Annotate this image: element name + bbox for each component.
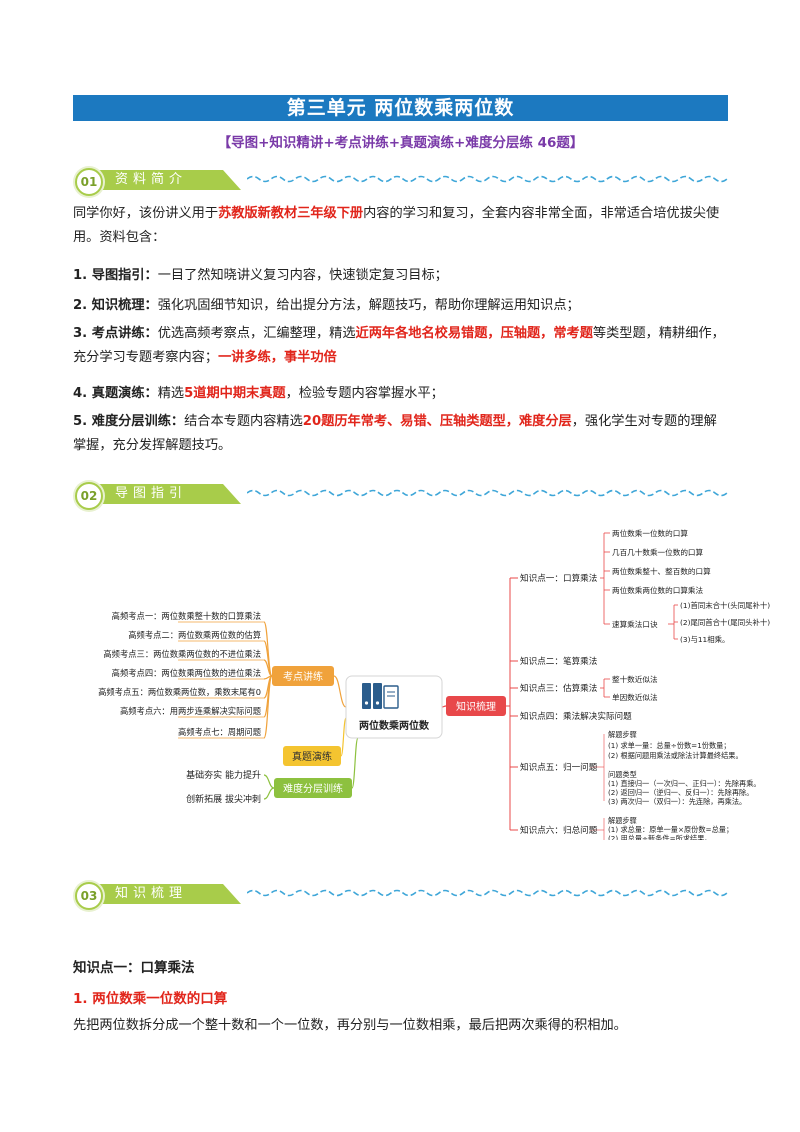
intro-item-5: 5. 难度分层训练：结合本专题内容精选20题历年常考、易错、压轴类题型，难度分层… [73,414,717,453]
intro-item-4: 4. 真题演练：精选5道期中期末真题，检验专题内容掌握水平； [73,386,444,401]
kaodian-item: 高频考点七：周期问题 [178,727,261,737]
knowledge-point-node: 知识点六：归总问题 [520,824,598,836]
page-title: 第三单元 两位数乘两位数 [73,95,728,121]
branch-kaodian: 考点讲练 [272,666,334,686]
knowledge-item: 两位数乘一位数的口算 [612,528,688,538]
svg-text:真题演练: 真题演练 [292,750,332,763]
intro-item-2: 2. 知识梳理：强化巩固细节知识，给出提分方法，解题技巧，帮助你理解运用知识点； [73,298,580,313]
total-problem-item: (2) 用总量÷新条件=所求结果。 [608,834,712,840]
knowledge-point-node: 知识点三：估算乘法 [520,682,598,694]
svg-text:知识梳理: 知识梳理 [456,700,496,713]
knowledge-item: 两位数乘整十、整百数的口算 [612,566,711,576]
wave-divider [247,175,728,183]
unit-problem-item: 解题步骤 [608,730,637,739]
section-label: 导图指引 [91,484,241,504]
svg-text:难度分层训练: 难度分层训练 [283,782,343,795]
section-number-badge: 02 [75,482,103,510]
section-label: 知识梳理 [91,884,241,904]
kaodian-item: 高频考点五：两位数乘两位数，乘数末尾有0 [98,687,261,697]
page-subtitle: 【导图+知识精讲+考点讲练+真题演练+难度分层练 46题】 [217,135,584,151]
kaodian-item: 高频考点一：两位数乘整十数的口算乘法 [112,611,261,621]
kaodian-item: 高频考点四：两位数乘两位数的进位乘法 [112,668,261,678]
knowledge-text: 先把两位数拆分成一个整十数和一个一位数，再分别与一位数相乘，最后把两次乘得的积相… [73,1018,627,1033]
section-number-badge: 01 [75,168,103,196]
speed-rule-item: (1)首同末合十(头同尾补十) [680,601,770,610]
mindmap-center-node: 两位数乘两位数 [345,675,443,739]
total-problem-item: 解题步骤 [608,816,637,825]
unit-problem-item: (2) 返回归一（逆归一、反归一）：先除再除。 [608,788,753,797]
branch-nandu: 难度分层训练 [274,778,352,798]
speed-rule-item: (2)尾同首合十(尾同头补十) [680,618,770,627]
kaodian-item: 高频考点三：两位数乘两位数的不进位乘法 [103,649,261,659]
kaodian-item: 高频考点二：两位数乘两位数的估算 [128,630,261,640]
kaodian-item: 高频考点六：用两步连乘解决实际问题 [120,706,261,716]
unit-problem-item: (2) 根据问题用乘法或除法计算最终结果。 [608,751,743,760]
wave-divider [247,489,728,497]
intro-item-3: 3. 考点讲练：优选高频考察点，汇编整理，精选近两年各地名校易错题，压轴题，常考… [73,326,725,365]
branch-zhenti: 真题演练 [283,746,341,766]
estimate-item: 单因数近似法 [612,692,658,702]
nandu-item: 基础夯实 能力提升 [186,769,261,781]
knowledge-point-node: 知识点一：口算乘法 [520,572,598,584]
knowledge-point-node: 知识点二：笔算乘法 [520,655,598,667]
knowledge-point-node: 知识点五：归一问题 [520,761,598,773]
wave-divider [247,889,728,897]
section-header-intro: 资料简介 01 [75,168,730,196]
center-label: 两位数乘两位数 [359,719,430,732]
section-header-mindmap: 导图指引 02 [75,482,730,510]
knowledge-point-title: 知识点一：口算乘法 [73,960,195,976]
branch-zhishi: 知识梳理 [446,696,506,716]
knowledge-item: 几百几十数乘一位数的口算 [612,547,704,557]
unit-problem-item: 问题类型 [608,770,637,779]
intro-paragraph: 同学你好，该份讲义用于苏教版新教材三年级下册内容的学习和复习，全套内容非常全面，… [73,206,720,245]
section-number-badge: 03 [75,882,103,910]
binder-icon [362,683,399,709]
speed-rule-item: (3)与11相乘。 [680,635,729,644]
knowledge-item: 两位数乘两位数的口算乘法 [612,585,704,595]
knowledge-point-node: 知识点四：乘法解决实际问题 [520,710,632,722]
unit-problem-item: (3) 两次归一（双归一）：先连除，再乘法。 [608,797,746,806]
total-problem-item: (1) 求总量：原单一量×原份数=总量； [608,825,733,834]
unit-problem-item: (1) 直接归一（一次归一、正归一）：先除再乘。 [608,779,761,788]
section-label: 资料简介 [91,170,241,190]
knowledge-item: 速算乘法口诀 [612,619,658,629]
knowledge-subtitle: 1. 两位数乘一位数的口算 [73,991,228,1007]
intro-item-1: 1. 导图指引：一目了然知晓讲义复习内容，快速锁定复习目标； [73,268,448,283]
section-header-knowledge: 知识梳理 03 [75,882,730,910]
svg-text:考点讲练: 考点讲练 [283,670,323,683]
unit-problem-item: (1) 求单一量：总量÷份数=1份数量； [608,741,731,750]
nandu-item: 创新拓展 拔尖冲刺 [186,793,261,805]
mind-map: 两位数乘两位数 考点讲练 真题演练 难度分层训练 知识梳理 高频考点一：两位数乘… [98,528,770,840]
estimate-item: 整十数近似法 [612,674,658,684]
